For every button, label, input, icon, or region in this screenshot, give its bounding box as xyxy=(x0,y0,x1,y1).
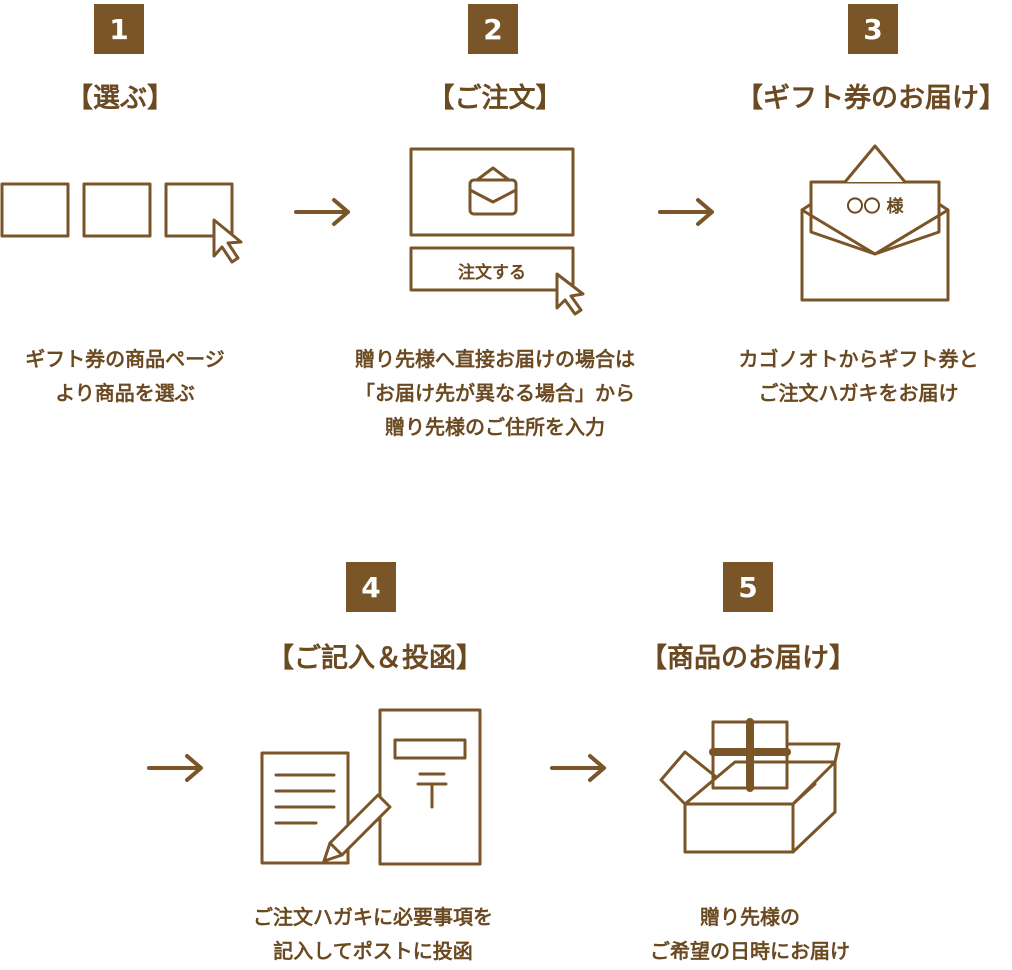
order-screen-envelope-icon xyxy=(409,147,585,316)
desc-line: 贈り先様の xyxy=(700,905,800,929)
arrow-right-icon xyxy=(147,754,203,782)
arrow-right-icon xyxy=(294,198,350,226)
arrow-right-icon xyxy=(658,198,714,226)
step-description: ご注文ハガキに必要事項を 記入してポストに投函 xyxy=(215,900,531,968)
desc-line: ご注文ハガキをお届け xyxy=(758,381,959,405)
desc-line: 記入してポストに投函 xyxy=(273,939,473,963)
arrow-right-icon xyxy=(550,754,606,782)
gift-envelope-icon xyxy=(800,144,950,302)
desc-line: 贈り先様のご住所を入力 xyxy=(385,415,605,439)
desc-line: 「お届け先が異なる場合」から xyxy=(355,381,635,405)
desc-line: 贈り先様へ直接お届けの場合は xyxy=(355,347,635,371)
step-description: ギフト券の商品ページ より商品を選ぶ xyxy=(0,342,250,410)
step-number-badge: 5 xyxy=(723,562,773,612)
step-title: 【選ぶ】 xyxy=(66,83,174,114)
card-text: 〇〇 様 xyxy=(846,197,904,217)
step-title: 【ご注文】 xyxy=(427,83,563,114)
step-description: 贈り先様の ご希望の日時にお届け xyxy=(630,900,870,968)
desc-line: ご注文ハガキに必要事項を xyxy=(253,905,493,929)
step-title: 【ご記入＆投函】 xyxy=(267,643,483,674)
desc-line: ギフト券の商品ページ xyxy=(25,347,225,371)
desc-line: カゴノオトからギフト券と xyxy=(738,347,979,371)
postcard-pencil-icon xyxy=(260,708,482,866)
step-title: 【ギフト券のお届け】 xyxy=(736,83,1006,114)
step-number-badge: 2 xyxy=(468,4,518,54)
open-box-gift-icon xyxy=(659,718,841,854)
step-title: 【商品のお届け】 xyxy=(640,643,856,674)
desc-line: より商品を選ぶ xyxy=(55,381,195,405)
desc-line: ご希望の日時にお届け xyxy=(650,939,850,963)
product-windows-cursor-icon xyxy=(0,182,243,264)
step-description: カゴノオトからギフト券と ご注文ハガキをお届け xyxy=(705,342,1012,410)
step-description: 贈り先様へ直接お届けの場合は 「お届け先が異なる場合」から 贈り先様のご住所を入… xyxy=(300,342,690,444)
order-button-label: 注文する xyxy=(458,263,526,283)
step-number-badge: 4 xyxy=(346,562,396,612)
step-number-badge: 1 xyxy=(94,4,144,54)
step-number-badge: 3 xyxy=(848,4,898,54)
